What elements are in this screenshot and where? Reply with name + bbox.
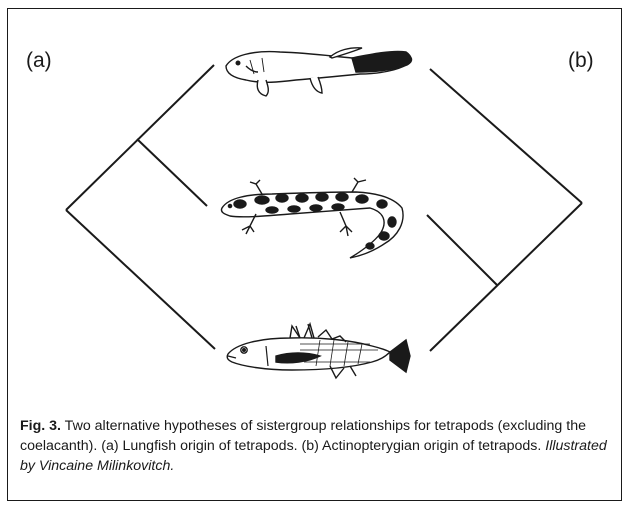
- tree-b-branch-bottom: [430, 203, 582, 351]
- lungfish-illustration: [226, 48, 411, 96]
- caption-fig-label: Fig. 3.: [20, 418, 61, 434]
- tree-a-branch-top: [66, 65, 214, 210]
- tree-b: [427, 69, 582, 351]
- tree-b-branch-top: [430, 69, 582, 203]
- figure-caption: Fig. 3. Two alternative hypotheses of si…: [20, 416, 614, 476]
- tree-a: [66, 65, 215, 349]
- salamander-illustration: [221, 178, 403, 258]
- fish-illustration: [227, 324, 410, 378]
- tree-b-branch-middle: [427, 215, 497, 285]
- tree-a-branch-middle: [137, 139, 207, 206]
- caption-text: Two alternative hypotheses of sistergrou…: [20, 418, 586, 454]
- tree-a-branch-bottom: [66, 210, 215, 349]
